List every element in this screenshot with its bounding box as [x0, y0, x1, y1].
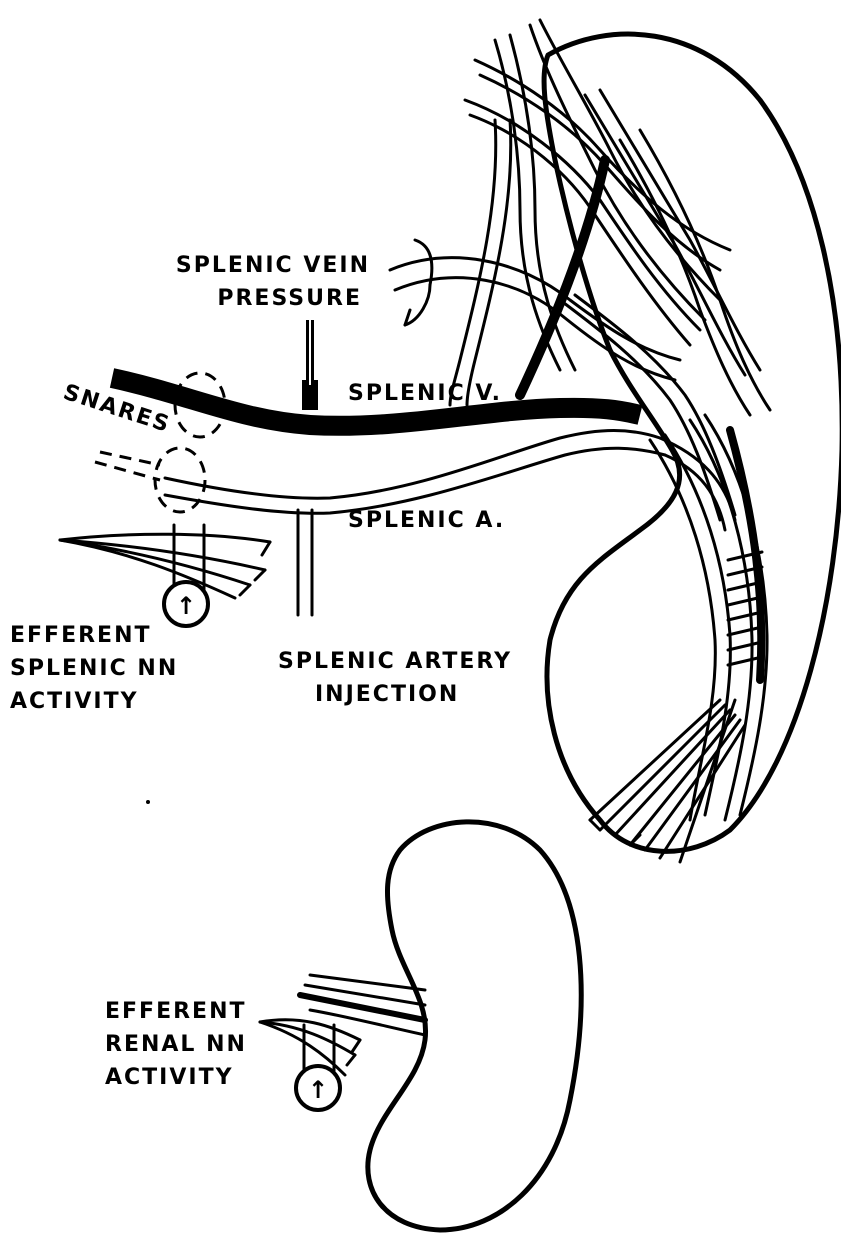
label-splenic-vein-pressure-line2: PRESSURE [217, 286, 362, 311]
kidney-outline [368, 822, 581, 1230]
label-efferent-splenic-line3: ACTIVITY [10, 689, 139, 714]
label-splenic-artery-injection-line2: INJECTION [315, 682, 459, 707]
label-splenic-a: SPLENIC A. [348, 508, 505, 533]
splenic-meter-arrow-icon: ↑ [176, 592, 196, 620]
labels: SPLENIC VEIN PRESSURE SPLENIC V. SNARES … [10, 253, 512, 1090]
renal-meter-arrow-icon: ↑ [308, 1076, 328, 1104]
label-efferent-renal-line1: EFFERENT [105, 999, 247, 1024]
label-efferent-renal-line2: RENAL NN [105, 1032, 247, 1057]
label-splenic-v: SPLENIC V. [348, 381, 502, 406]
label-efferent-splenic-line1: EFFERENT [10, 623, 152, 648]
label-efferent-renal-line3: ACTIVITY [105, 1065, 234, 1090]
splenic-nerve-recording: ↑ [60, 525, 270, 626]
label-splenic-vein-pressure-line1: SPLENIC VEIN [176, 253, 370, 278]
label-splenic-artery-injection-line1: SPLENIC ARTERY [278, 649, 512, 674]
hilar-vessels [390, 20, 770, 862]
label-efferent-splenic-line2: SPLENIC NN [10, 656, 178, 681]
kidney: ↑ [260, 822, 581, 1230]
